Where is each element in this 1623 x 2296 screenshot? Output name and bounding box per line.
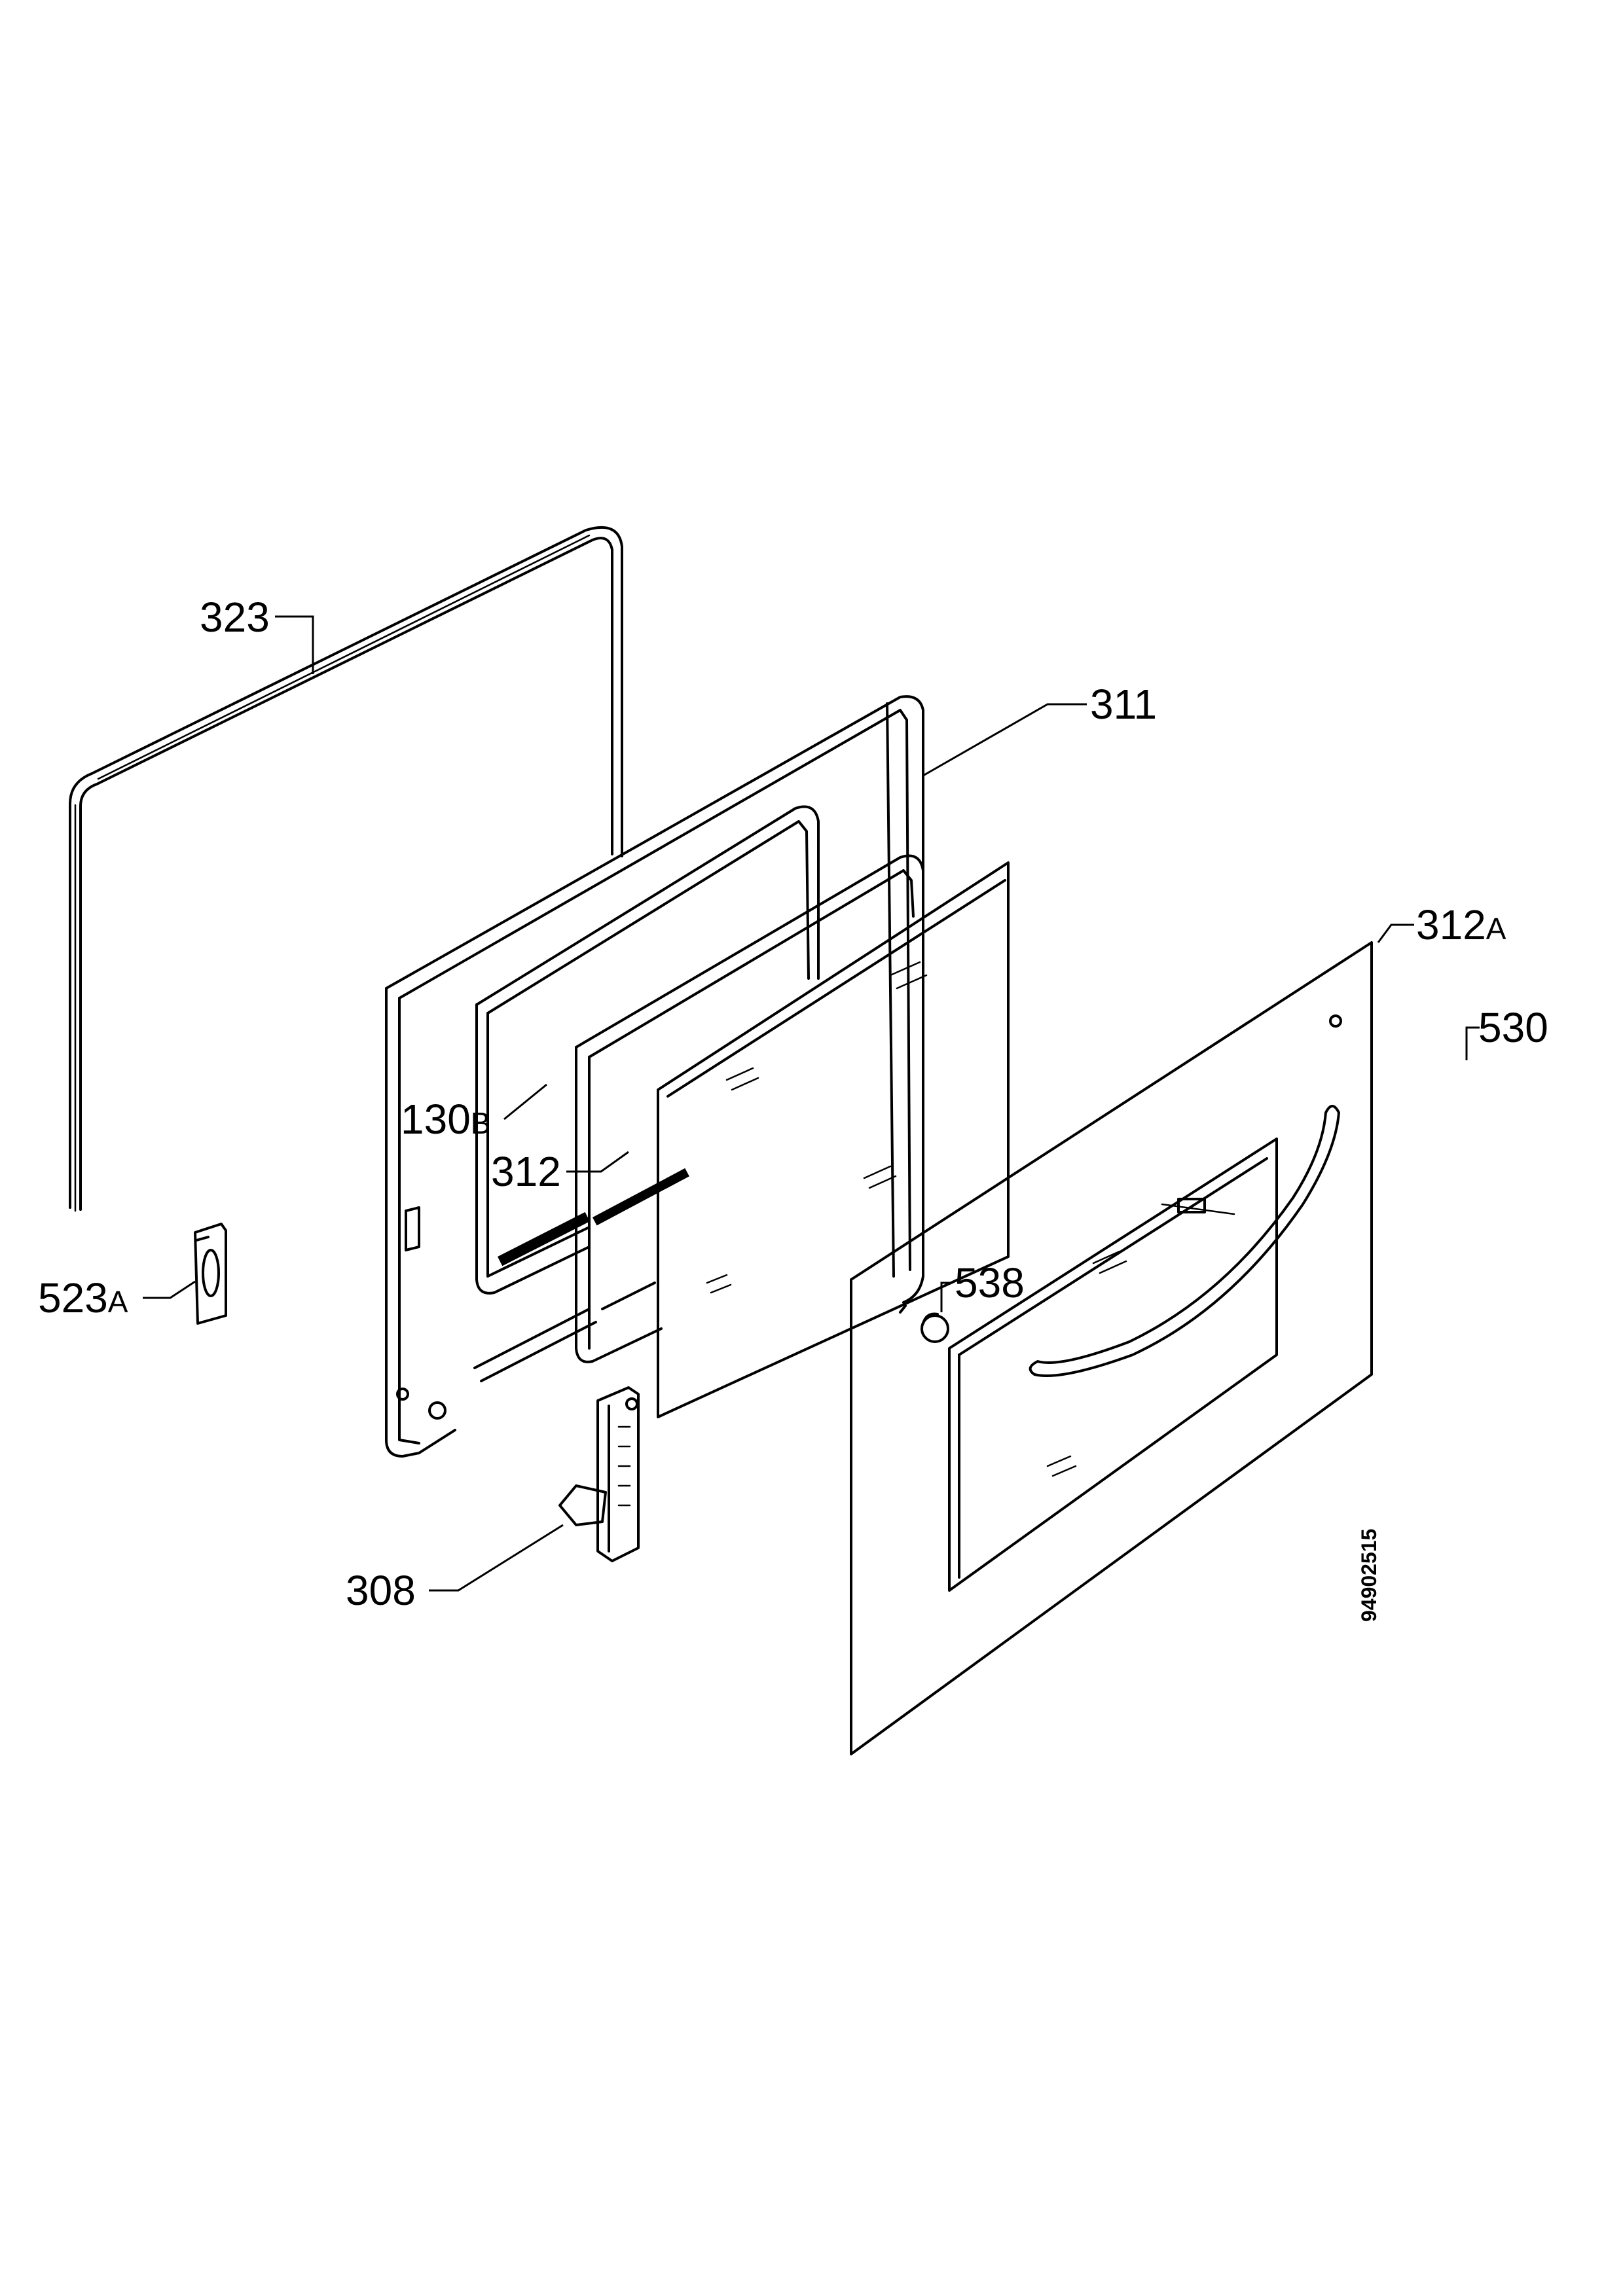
leader-lines <box>143 615 1480 1592</box>
label-530: 530 <box>1478 1004 1548 1051</box>
glass-pane <box>657 861 1010 1418</box>
label-323: 323 <box>200 594 270 641</box>
label-312: 312 <box>491 1148 561 1195</box>
label-130b: 130B <box>401 1096 490 1143</box>
drawing-number: 94902515 <box>1357 1529 1381 1622</box>
part-530-door-handle <box>1029 1105 1340 1377</box>
label-523a: 523A <box>38 1274 128 1321</box>
label-308: 308 <box>346 1567 416 1614</box>
part-312-inner-glass-gasket <box>575 854 924 1363</box>
label-312a: 312A <box>1416 901 1506 948</box>
part-323-door-gasket <box>69 526 623 1212</box>
part-538-handle-end-cap <box>921 1312 949 1343</box>
label-538: 538 <box>955 1259 1025 1306</box>
part-523a-hinge-catch <box>194 1223 227 1325</box>
label-311: 311 <box>1090 681 1157 728</box>
part-311-inner-door-frame <box>385 695 924 1458</box>
part-312a-outer-door-glass <box>850 941 1373 1755</box>
part-labels: 323 311 312A 530 130B 312 538 523A 308 <box>38 594 1548 1614</box>
part-308-door-hinge <box>558 1386 640 1562</box>
